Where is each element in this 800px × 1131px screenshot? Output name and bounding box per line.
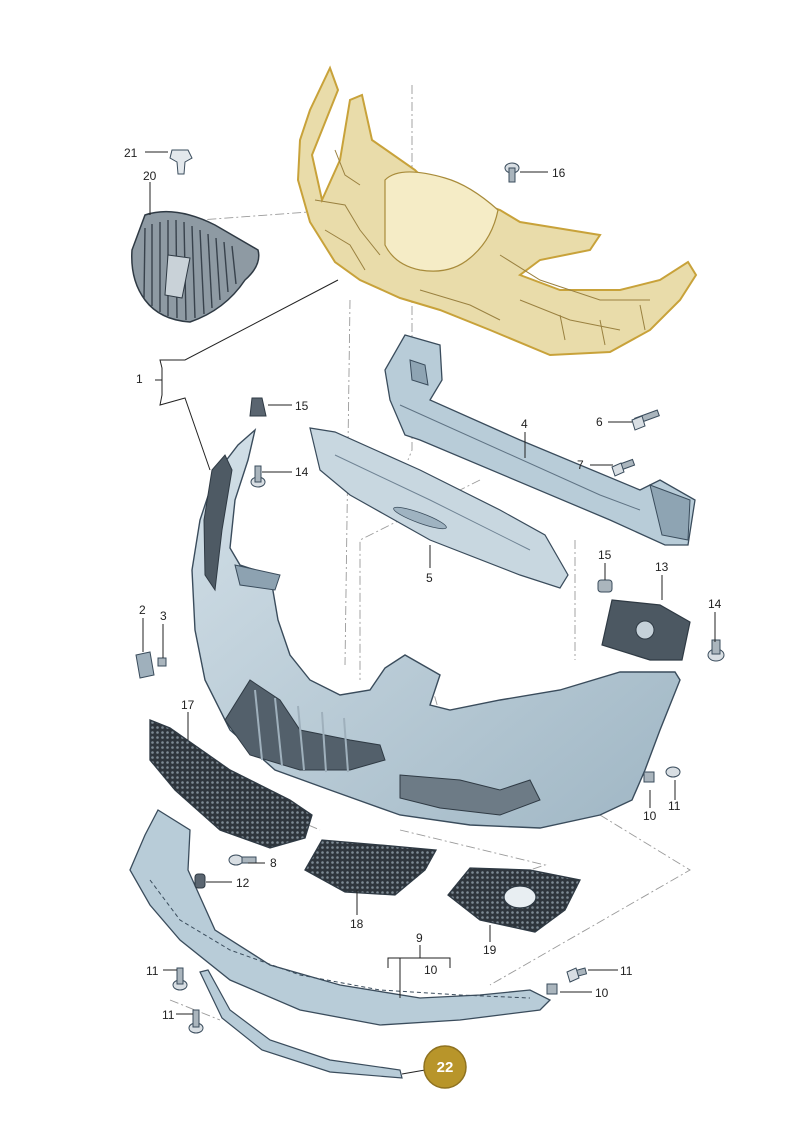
callout-20: 20 — [143, 169, 157, 183]
impact-beam-part — [384, 334, 696, 546]
callout-12: 12 — [236, 876, 250, 890]
callout-9: 9 — [416, 931, 423, 945]
callout-13: 13 — [655, 560, 669, 574]
clip-21-part — [169, 149, 193, 175]
callout-2: 2 — [139, 603, 146, 617]
callout-10-spoiler: 10 — [424, 963, 438, 977]
callout-6: 6 — [596, 415, 603, 429]
bumper-carrier-part — [296, 65, 698, 357]
fog-lamp-grille-19-part — [447, 867, 581, 933]
callout-15-upper: 15 — [295, 399, 309, 413]
energy-absorber-part — [309, 427, 569, 589]
callout-15-right: 15 — [598, 548, 612, 562]
lower-grille-17-part — [149, 719, 313, 849]
clip-15-right-part — [597, 579, 613, 593]
screw-11-left-upper-part — [172, 967, 188, 991]
leader-lines — [142, 151, 716, 1075]
callout-18: 18 — [350, 917, 364, 931]
callout-4: 4 — [521, 417, 528, 431]
bracket-2-part — [135, 651, 155, 679]
bracket-13-part — [601, 599, 691, 661]
clip-10-side-part — [643, 771, 655, 783]
callout-11-side: 11 — [668, 799, 681, 813]
screw-16-part — [504, 162, 520, 183]
callout-1: 1 — [136, 372, 143, 386]
radiator-grille-part — [131, 210, 260, 323]
callout-8: 8 — [270, 856, 277, 870]
clip-12-part — [194, 873, 206, 889]
callout-11-left-upper: 11 — [146, 964, 159, 978]
callout-19: 19 — [483, 943, 497, 957]
clip-10-right-part — [546, 983, 558, 995]
callout-10-right: 10 — [595, 986, 609, 1000]
callout-11-right: 11 — [620, 964, 633, 978]
clip-15-part — [249, 397, 267, 417]
callout-16: 16 — [552, 166, 566, 180]
callout-5: 5 — [426, 571, 433, 585]
callout-14-upper: 14 — [295, 465, 309, 479]
lower-spoiler-9-part — [129, 809, 552, 1026]
callout-17: 17 — [181, 698, 195, 712]
badge-label: 22 — [437, 1059, 454, 1076]
callout-3: 3 — [160, 609, 167, 623]
screw-11-left-lower-part — [188, 1009, 204, 1034]
grille-insert-18-part — [304, 839, 438, 896]
clip-3-part — [157, 657, 167, 667]
bolt-6-part — [631, 409, 660, 431]
screw-11-side-part — [665, 766, 681, 778]
callout-21: 21 — [124, 146, 138, 160]
screw-11-right-part — [566, 967, 588, 983]
bumper-cover-part — [191, 428, 681, 829]
callout-labels: 21 20 16 1 15 14 4 6 7 5 15 13 14 2 3 17… — [124, 146, 722, 1022]
callout-10-side: 10 — [643, 809, 657, 823]
trim-strip-22-part — [199, 969, 403, 1079]
screw-14-right-part — [707, 639, 725, 662]
callout-14-right: 14 — [708, 597, 722, 611]
bolt-7-part — [611, 458, 636, 477]
callout-11-left-lower: 11 — [162, 1008, 175, 1022]
callout-7: 7 — [577, 458, 584, 472]
screw-14-part — [250, 465, 266, 488]
part-22-badge: 22 — [423, 1045, 467, 1089]
